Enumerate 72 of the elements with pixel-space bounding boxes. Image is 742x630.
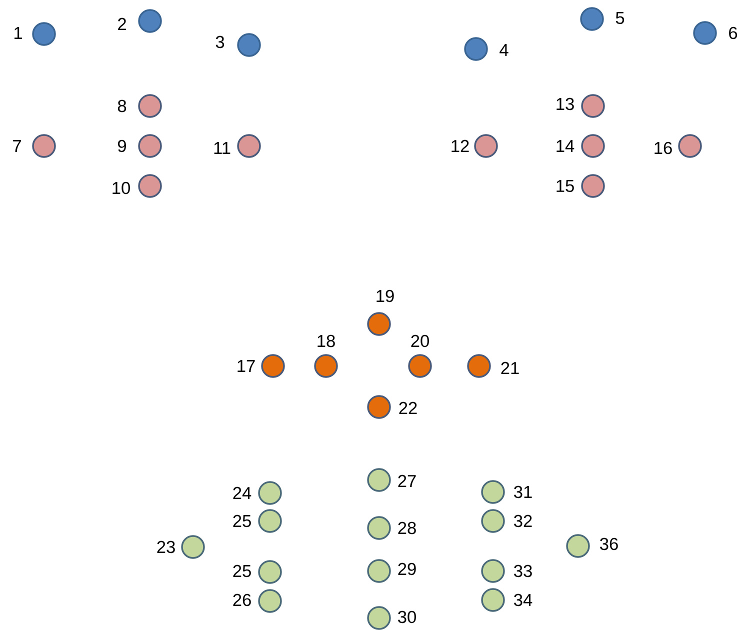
dot	[258, 560, 282, 584]
dot	[237, 134, 261, 158]
number-label: 32	[514, 514, 532, 528]
number-label: 12	[452, 140, 469, 152]
dot	[367, 395, 391, 419]
number-label: 11	[214, 142, 230, 154]
number-label: 1	[14, 27, 22, 39]
number-label: 29	[398, 562, 416, 576]
number-label: 15	[556, 180, 574, 192]
dot	[580, 7, 604, 31]
dot	[581, 134, 605, 158]
dot	[581, 94, 605, 118]
dot	[181, 535, 205, 559]
number-label: 19	[376, 290, 394, 302]
dot	[693, 21, 717, 45]
number-label: 36	[600, 538, 618, 550]
dot	[258, 589, 282, 613]
number-label: 5	[616, 12, 624, 24]
dot	[464, 37, 488, 61]
dot	[367, 606, 391, 630]
dot	[258, 509, 282, 533]
dot	[367, 468, 391, 492]
number-label: 6	[729, 26, 738, 40]
number-label: 17	[238, 360, 255, 372]
number-label: 22	[399, 402, 417, 414]
dot	[258, 481, 282, 505]
number-label: 33	[514, 564, 532, 578]
number-label: 3	[216, 36, 224, 48]
number-label: 4	[500, 44, 508, 56]
number-label: 8	[118, 100, 126, 112]
dot	[367, 516, 391, 540]
dot	[138, 134, 162, 158]
dot	[314, 354, 338, 378]
dot	[367, 559, 391, 583]
number-label: 25	[233, 514, 251, 528]
number-label: 7	[13, 140, 21, 152]
number-label: 16	[654, 142, 672, 154]
dot	[32, 22, 56, 46]
number-label: 25	[233, 564, 251, 578]
dot	[481, 480, 505, 504]
number-label: 30	[398, 610, 416, 624]
number-label: 27	[398, 474, 416, 488]
number-label: 2	[118, 18, 126, 30]
number-label: 26	[233, 594, 251, 606]
number-label: 28	[398, 522, 416, 534]
number-label: 34	[514, 594, 532, 606]
number-label: 13	[556, 98, 574, 110]
number-label: 23	[157, 540, 175, 554]
number-label: 18	[318, 334, 335, 348]
number-label: 21	[501, 362, 519, 374]
dot	[138, 94, 162, 118]
dot	[678, 134, 702, 158]
number-label: 20	[411, 334, 429, 348]
dot	[138, 9, 162, 33]
dot	[408, 354, 432, 378]
dot	[367, 312, 391, 336]
dot	[481, 559, 505, 583]
dot	[474, 134, 498, 158]
number-label: 9	[118, 140, 126, 152]
number-label: 10	[112, 182, 130, 194]
dot	[32, 134, 56, 158]
number-label: 31	[514, 486, 532, 498]
dot	[138, 174, 162, 198]
dot	[566, 534, 590, 558]
dot	[467, 354, 491, 378]
dot	[481, 588, 505, 612]
dot	[581, 174, 605, 198]
dot	[237, 33, 261, 57]
number-label: 14	[556, 140, 574, 152]
dot	[261, 354, 285, 378]
dot	[481, 509, 505, 533]
number-label: 24	[233, 486, 252, 500]
